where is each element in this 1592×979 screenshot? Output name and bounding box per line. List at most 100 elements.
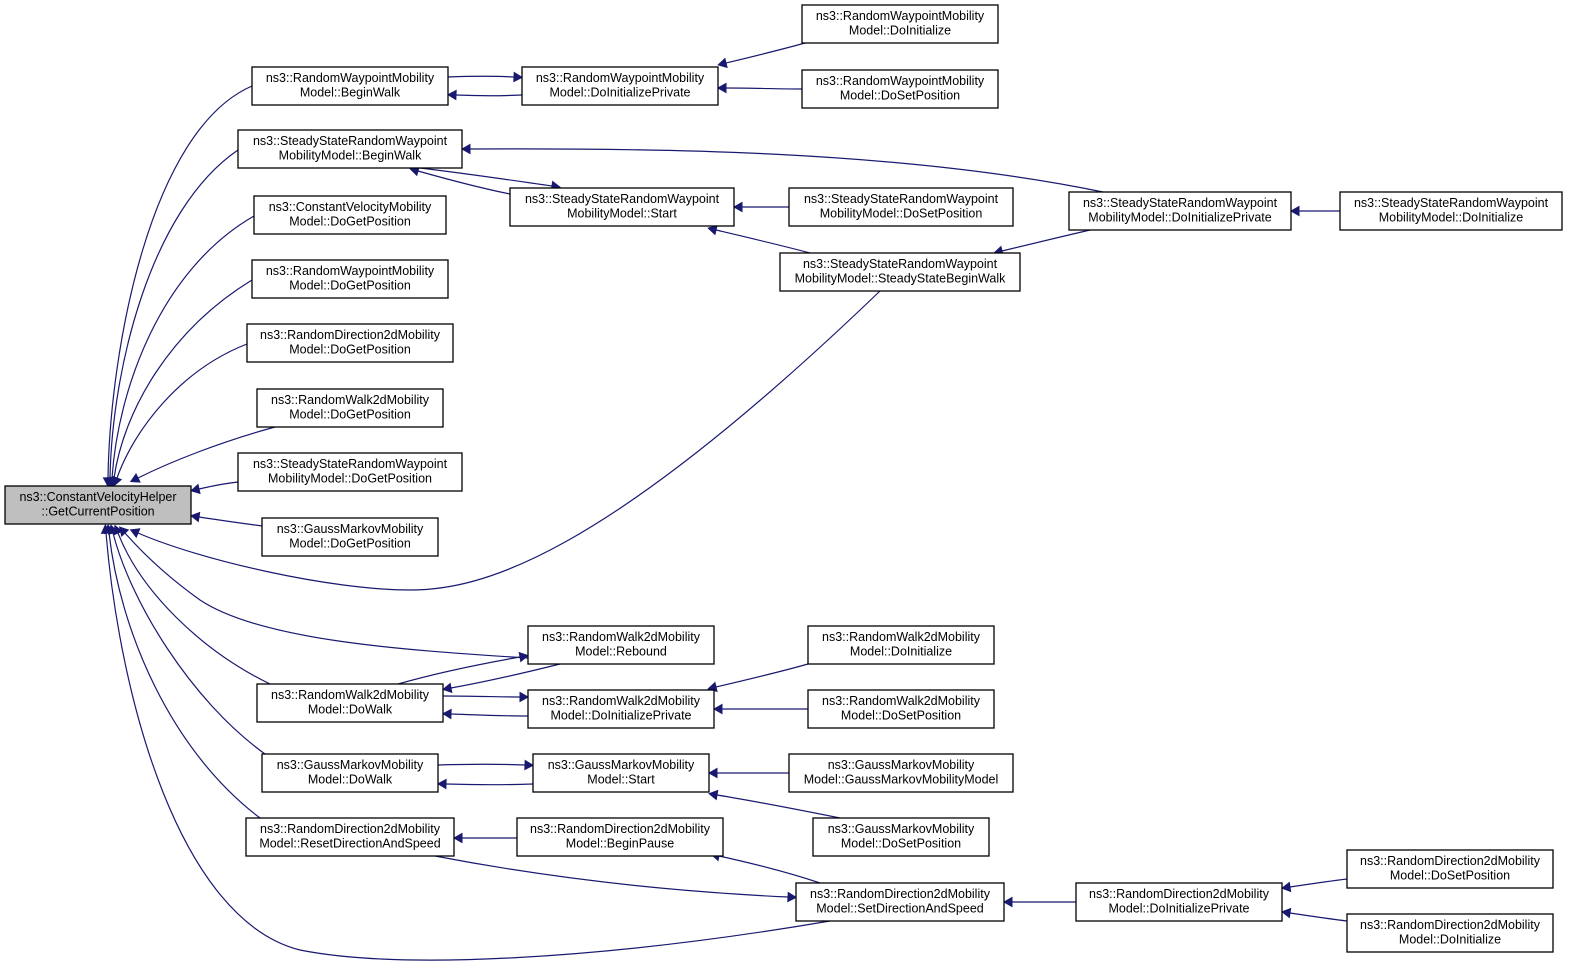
arrowhead-icon xyxy=(1289,205,1300,217)
node-ss-start[interactable]: ns3::SteadyStateRandomWaypointMobilityMo… xyxy=(509,187,735,227)
node-rw2-doinitprivate[interactable]: ns3::RandomWalk2dMobilityModel::DoInitia… xyxy=(527,689,715,729)
edge-line xyxy=(111,215,255,479)
node-label-line: Model::DoWalk xyxy=(308,773,393,787)
node-label-line: ns3::RandomDirection2dMobility xyxy=(260,328,441,342)
node-rd2-beginpause[interactable]: ns3::RandomDirection2dMobilityModel::Beg… xyxy=(516,817,724,857)
arrowhead-icon xyxy=(190,511,201,523)
node-label-line: Model::DoSetPosition xyxy=(841,709,961,723)
arrowhead-icon xyxy=(519,691,530,703)
edge-rw2_doinitprivate-to-rw2_dowalk xyxy=(441,708,529,720)
node-ss-doinitprivate[interactable]: ns3::SteadyStateRandomWaypointMobilityMo… xyxy=(1068,191,1292,231)
node-label-line: ns3::RandomDirection2dMobility xyxy=(810,887,991,901)
node-box xyxy=(251,66,449,106)
node-gm-dogetpos[interactable]: ns3::GaussMarkovMobilityModel::DoGetPosi… xyxy=(261,517,439,557)
arrowhead-icon xyxy=(717,57,728,69)
node-ss-dosetpos[interactable]: ns3::SteadyStateRandomWaypointMobilityMo… xyxy=(788,187,1014,227)
edge-ss_start-to-ss_beginwalk xyxy=(409,165,511,195)
node-label-line: MobilityModel::DoInitialize xyxy=(1379,211,1524,225)
node-gm-start[interactable]: ns3::GaussMarkovMobilityModel::Start xyxy=(532,753,710,793)
edge-line xyxy=(469,148,1104,193)
node-label-line: ns3::ConstantVelocityHelper xyxy=(19,490,176,504)
node-rd2-doinitprivate[interactable]: ns3::RandomDirection2dMobilityModel::DoI… xyxy=(1075,882,1283,922)
node-rwp-dogetpos[interactable]: ns3::RandomWaypointMobilityModel::DoGetP… xyxy=(251,259,449,299)
node-box xyxy=(788,753,1014,793)
node-rw2-dosetpos[interactable]: ns3::RandomWalk2dMobilityModel::DoSetPos… xyxy=(807,689,995,729)
edge-ss_doinit-to-ss_doinitprivate xyxy=(1289,205,1341,217)
node-label-line: Model::Rebound xyxy=(575,645,667,659)
node-box xyxy=(245,817,455,857)
edge-rd2_dogetpos-to-root xyxy=(112,343,248,487)
node-rd2-setdir[interactable]: ns3::RandomDirection2dMobilityModel::Set… xyxy=(795,882,1005,922)
node-cv-dogetpos[interactable]: ns3::ConstantVelocityMobilityModel::DoGe… xyxy=(253,195,447,235)
edge-line xyxy=(716,794,841,819)
node-rd2-dosetpos[interactable]: ns3::RandomDirection2dMobilityModel::DoS… xyxy=(1346,849,1554,889)
arrowhead-icon xyxy=(112,475,123,487)
node-label-line: Model::BeginWalk xyxy=(300,86,401,100)
node-root[interactable]: ns3::ConstantVelocityHelper::GetCurrentP… xyxy=(4,485,192,525)
node-rd2-reset[interactable]: ns3::RandomDirection2dMobilityModel::Res… xyxy=(245,817,455,857)
edge-line xyxy=(447,75,515,78)
node-label-line: ns3::GaussMarkovMobility xyxy=(828,758,975,772)
node-label-line: ::GetCurrentPosition xyxy=(41,505,154,519)
node-label-line: Model::DoInitialize xyxy=(849,24,951,38)
edge-ss_dosetpos-to-ss_start xyxy=(732,201,790,213)
node-box xyxy=(532,753,710,793)
node-rwp-dosetpos[interactable]: ns3::RandomWaypointMobilityModel::DoSetP… xyxy=(801,69,999,109)
node-label-line: ns3::SteadyStateRandomWaypoint xyxy=(1083,196,1278,210)
edge-rd2_doinitprivate-to-rd2_setdir xyxy=(1002,896,1077,908)
node-label-line: ns3::GaussMarkovMobility xyxy=(277,758,424,772)
node-ss-doinit[interactable]: ns3::SteadyStateRandomWaypointMobilityMo… xyxy=(1339,191,1563,231)
node-box xyxy=(237,452,463,492)
node-label-line: Model::DoGetPosition xyxy=(289,215,411,229)
edge-line xyxy=(137,290,881,591)
arrowhead-icon xyxy=(100,524,112,534)
arrowhead-icon xyxy=(460,143,471,155)
node-label-line: MobilityModel::DoSetPosition xyxy=(820,207,983,221)
edge-line xyxy=(445,783,534,786)
node-label-line: ns3::ConstantVelocityMobility xyxy=(269,200,432,214)
node-rwp-doinit[interactable]: ns3::RandomWaypointMobilityModel::DoInit… xyxy=(801,4,999,44)
node-rd2-doinit[interactable]: ns3::RandomDirection2dMobilityModel::DoI… xyxy=(1346,913,1554,953)
node-label-line: ns3::GaussMarkovMobility xyxy=(548,758,695,772)
edge-rw2_dowalk-to-rw2_doinitprivate xyxy=(442,691,530,703)
node-rwp-doinitprivate[interactable]: ns3::RandomWaypointMobilityModel::DoInit… xyxy=(521,66,719,106)
node-label-line: ns3::GaussMarkovMobility xyxy=(277,522,424,536)
edge-line xyxy=(105,532,831,961)
node-box xyxy=(801,69,999,109)
edge-rw2_rebound-to-rw2_dowalk xyxy=(442,663,561,694)
node-ss-beginwalk[interactable]: ns3::SteadyStateRandomWaypointMobilityMo… xyxy=(237,129,463,169)
edge-line xyxy=(718,855,821,884)
arrowhead-icon xyxy=(441,708,452,720)
edge-line xyxy=(1001,229,1091,252)
edge-rwp_doinit-to-rwp_doinitprivate xyxy=(717,42,806,69)
node-rwp-beginwalk[interactable]: ns3::RandomWaypointMobilityModel::BeginW… xyxy=(251,66,449,106)
edge-line xyxy=(109,149,239,479)
node-box xyxy=(516,817,724,857)
node-gm-dosetpos[interactable]: ns3::GaussMarkovMobilityModel::DoSetPosi… xyxy=(812,817,990,857)
node-box xyxy=(812,817,990,857)
node-rw2-doinit[interactable]: ns3::RandomWalk2dMobilityModel::DoInitia… xyxy=(807,625,995,665)
edge-rw2_dosetpos-to-rw2_doinitprivate xyxy=(712,703,808,715)
node-label-line: ns3::GaussMarkovMobility xyxy=(828,822,975,836)
node-gm-dowalk[interactable]: ns3::GaussMarkovMobilityModel::DoWalk xyxy=(261,753,439,793)
edge-line xyxy=(113,279,253,479)
node-rw2-dogetpos[interactable]: ns3::RandomWalk2dMobilityModel::DoGetPos… xyxy=(256,388,444,428)
arrowhead-icon xyxy=(732,201,743,213)
node-label-line: Model::DoInitialize xyxy=(850,645,952,659)
node-gm-ctor[interactable]: ns3::GaussMarkovMobilityModel::GaussMark… xyxy=(788,753,1014,793)
node-ss-dogetpos[interactable]: ns3::SteadyStateRandomWaypointMobilityMo… xyxy=(237,452,463,492)
node-label-line: Model::DoSetPosition xyxy=(840,89,960,103)
node-label-line: ns3::RandomWalk2dMobility xyxy=(542,694,701,708)
node-rd2-dogetpos[interactable]: ns3::RandomDirection2dMobilityModel::DoG… xyxy=(246,323,454,363)
edge-line xyxy=(725,42,806,64)
node-ss-steadybegin[interactable]: ns3::SteadyStateRandomWaypointMobilityMo… xyxy=(779,252,1021,292)
edge-line xyxy=(117,532,271,685)
node-label-line: Model::DoGetPosition xyxy=(289,279,411,293)
edge-gm_ctor-to-gm_start xyxy=(707,767,789,779)
edge-gm_dosetpos-to-gm_start xyxy=(708,789,841,819)
arrowhead-icon xyxy=(513,71,524,83)
edge-line xyxy=(450,713,529,717)
edge-line xyxy=(107,85,253,479)
